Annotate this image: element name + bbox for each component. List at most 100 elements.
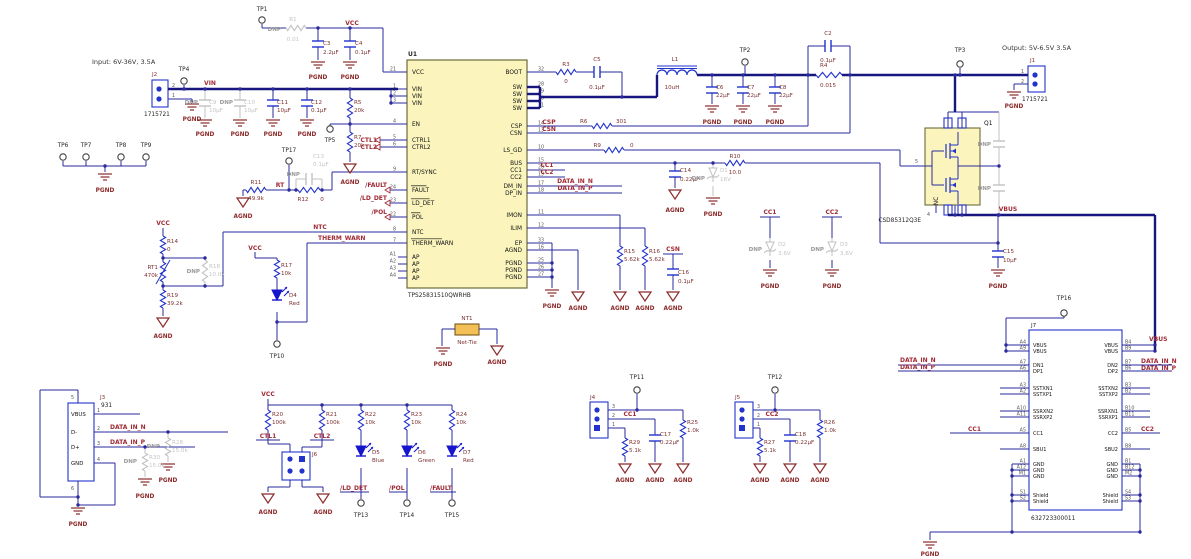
- test-point[interactable]: [633, 386, 641, 394]
- test-point[interactable]: [258, 16, 266, 24]
- connector-pad[interactable]: [156, 96, 162, 102]
- led[interactable]: [355, 445, 367, 458]
- connector-j1[interactable]: [1027, 65, 1046, 93]
- test-point[interactable]: [1060, 309, 1068, 317]
- test-point[interactable]: [771, 386, 779, 394]
- u1-pin-number: 7: [393, 238, 396, 244]
- j1-part: 1715721: [1022, 97, 1048, 103]
- led-arrowhead: [459, 443, 462, 446]
- j7-pin-number: A9: [1020, 346, 1026, 352]
- led[interactable]: [446, 445, 458, 458]
- j7-pin-number: M2: [1125, 471, 1132, 477]
- junction-dot: [294, 188, 298, 192]
- tp5-label: TP5: [324, 138, 336, 144]
- connector-pad[interactable]: [1032, 81, 1038, 87]
- connector-j7[interactable]: [1028, 329, 1123, 511]
- u1-pin-name: PGND: [505, 275, 522, 281]
- c7-val: 22µF: [747, 93, 761, 99]
- u1-pin-name: POL: [412, 215, 424, 221]
- connector-pad[interactable]: [739, 425, 745, 431]
- zener-wing: [763, 250, 767, 254]
- u1-pin-name: BOOT: [505, 70, 522, 76]
- therm-warn-net: THERM_WARN: [318, 235, 365, 242]
- j7-pin-name: SSTXP2: [1099, 392, 1118, 398]
- connector-pad[interactable]: [594, 416, 600, 422]
- connector-pad[interactable]: [287, 456, 293, 462]
- ic-u1[interactable]: [406, 59, 528, 289]
- u1-partnumber: TPS25831510QWRHB: [407, 293, 471, 299]
- c11-ref: C11: [277, 100, 288, 106]
- connector-j3[interactable]: [67, 402, 95, 482]
- c8-val: 22µF: [779, 93, 793, 99]
- j3-pin-name: VBUS: [71, 412, 86, 418]
- junction-dot: [958, 73, 962, 77]
- u1-pin-name: CC1: [510, 168, 522, 174]
- connector-pad[interactable]: [594, 407, 600, 413]
- tp14-label: TP14: [399, 513, 415, 519]
- zener-wing: [835, 248, 839, 252]
- test-point[interactable]: [956, 60, 964, 68]
- test-point[interactable]: [273, 340, 281, 348]
- j7-pin-number: B11: [1125, 412, 1134, 418]
- u1-pin-number: A3: [390, 266, 396, 272]
- resistor: [159, 235, 167, 255]
- r18-val: 10.0k: [209, 272, 225, 278]
- d7-ref: D7: [463, 450, 471, 456]
- r17-ref: R17: [281, 263, 292, 269]
- test-point[interactable]: [326, 125, 334, 133]
- net-tie-nt1[interactable]: [454, 323, 480, 336]
- led[interactable]: [401, 445, 413, 458]
- agnd-label: AGND: [781, 478, 800, 484]
- led[interactable]: [271, 289, 283, 302]
- c5-ref: C5: [593, 57, 601, 63]
- test-point[interactable]: [117, 153, 125, 161]
- u1-pin-number: 2: [393, 91, 396, 97]
- vcc-net-1: VCC: [345, 20, 359, 27]
- r1-val: 0.01: [287, 37, 300, 43]
- connector-pad[interactable]: [299, 468, 305, 474]
- agnd-symbol: [782, 463, 798, 475]
- inductor-l1[interactable]: [656, 69, 698, 76]
- test-point[interactable]: [448, 499, 456, 507]
- connector-j2[interactable]: [151, 79, 169, 108]
- r28-val: 15.0k: [172, 448, 188, 454]
- junction-dot: [320, 188, 324, 192]
- led-arrowhead: [370, 447, 373, 450]
- r28-ref: R28: [172, 440, 183, 446]
- test-point[interactable]: [180, 77, 188, 85]
- r29-ref: R29: [629, 440, 640, 446]
- c9-ref: C9: [209, 100, 217, 106]
- connector-pad[interactable]: [739, 407, 745, 413]
- test-point[interactable]: [59, 153, 67, 161]
- test-point[interactable]: [142, 153, 150, 161]
- vin-net: VIN: [204, 80, 216, 87]
- connector-pad[interactable]: [287, 468, 293, 474]
- agnd-label: AGND: [664, 306, 683, 312]
- junction-dot: [76, 495, 80, 499]
- j7-pin-number: A7: [1020, 360, 1026, 366]
- connector-pad[interactable]: [299, 456, 305, 462]
- junction-dot: [203, 284, 207, 288]
- u1-pin-name: CSP: [511, 124, 523, 130]
- connector-pad[interactable]: [739, 416, 745, 422]
- junction-dot: [996, 213, 1000, 217]
- j5-pin-1: 1: [757, 422, 760, 428]
- r4-ref: R4: [820, 63, 828, 69]
- zener-wing: [825, 250, 829, 254]
- connector-pad[interactable]: [1032, 72, 1038, 78]
- connector-pad[interactable]: [156, 86, 162, 92]
- resistor: [318, 409, 326, 431]
- test-point[interactable]: [357, 499, 365, 507]
- test-point[interactable]: [285, 157, 293, 165]
- resistor: [816, 419, 824, 439]
- switch-j6[interactable]: [281, 451, 311, 481]
- test-point[interactable]: [741, 58, 749, 66]
- j7-pin-name: GND: [1033, 474, 1045, 480]
- connector-pad[interactable]: [594, 425, 600, 431]
- test-point[interactable]: [82, 153, 90, 161]
- d3-val: 3.6V: [840, 251, 853, 257]
- agnd-label: AGND: [488, 360, 507, 366]
- pgnd-label: PGND: [159, 478, 178, 484]
- test-point[interactable]: [403, 499, 411, 507]
- u1-pin-number: 23: [390, 198, 396, 204]
